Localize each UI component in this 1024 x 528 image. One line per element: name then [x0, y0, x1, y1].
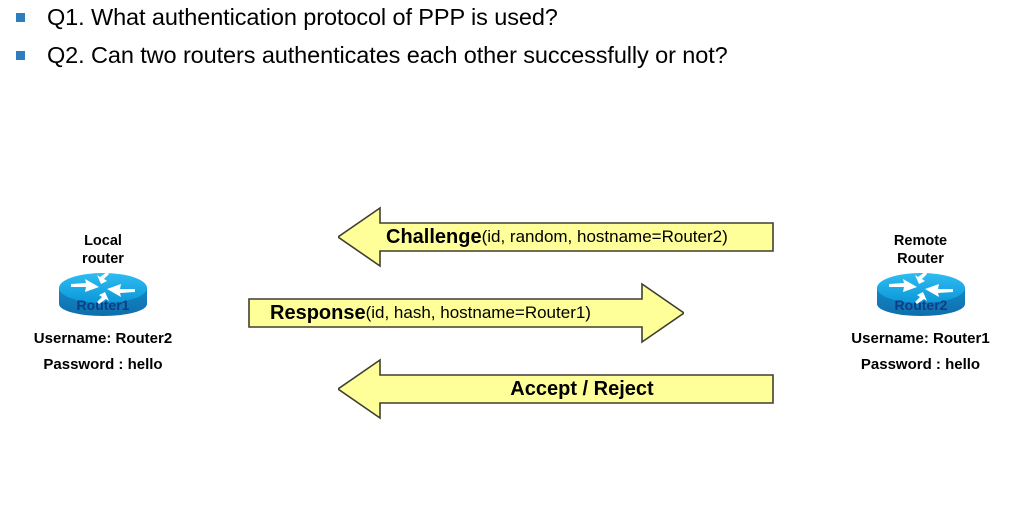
remote-router-device-label: Router2	[894, 297, 947, 313]
arrow-left-shape	[338, 358, 774, 420]
challenge-label: Challenge (id, random, hostname=Router2)	[338, 206, 822, 268]
question-item-2: Q2. Can two routers authenticates each o…	[0, 38, 1024, 76]
remote-router-icon-wrap: Router2	[828, 268, 1013, 324]
response-label: Response (id, hash, hostname=Router1)	[248, 282, 706, 344]
square-bullet-icon	[16, 13, 25, 22]
remote-router-title-line2: Router	[897, 251, 944, 267]
challenge-message-arrow: Challenge (id, random, hostname=Router2)	[338, 206, 774, 268]
remote-router-username: Username: Router1	[851, 330, 990, 347]
cisco-router-icon: Router2	[876, 272, 965, 316]
question-item-1: Q1. What authentication protocol of PPP …	[0, 0, 1024, 38]
response-message-arrow: Response (id, hash, hostname=Router1)	[248, 282, 684, 344]
local-router-username: Username: Router2	[33, 330, 173, 347]
square-bullet-icon	[16, 51, 25, 60]
response-bold-text: Response	[270, 301, 366, 324]
remote-router-node: Remote Router Router2	[828, 232, 1013, 378]
question-1-text: Q1. What authentication protocol of PPP …	[47, 4, 558, 30]
local-router-node: Local router Router	[8, 232, 198, 378]
accept-reject-label: Accept / Reject	[338, 358, 800, 420]
local-router-credentials: Username: Router2 Password : hello	[8, 326, 198, 378]
accept-reject-bold-text: Accept / Reject	[510, 377, 654, 400]
local-router-title-line1: Local	[84, 233, 122, 249]
challenge-detail-text: (id, random, hostname=Router2)	[481, 227, 728, 246]
local-router-password: Password : hello	[43, 356, 163, 373]
arrow-right-shape	[248, 282, 684, 344]
response-detail-text: (id, hash, hostname=Router1)	[365, 303, 591, 322]
local-router-title-line2: router	[82, 251, 124, 267]
challenge-bold-text: Challenge	[386, 225, 482, 248]
arrow-left-shape	[338, 206, 774, 268]
question-list: Q1. What authentication protocol of PPP …	[0, 0, 1024, 76]
remote-router-credentials: Username: Router1 Password : hello	[828, 326, 1013, 378]
remote-router-password: Password : hello	[860, 356, 981, 373]
cisco-router-icon: Router1	[59, 272, 147, 316]
accept-reject-message-arrow: Accept / Reject	[338, 358, 774, 420]
local-router-icon-wrap: Router1	[8, 268, 198, 324]
question-2-text: Q2. Can two routers authenticates each o…	[47, 42, 728, 68]
remote-router-title-line1: Remote	[893, 233, 948, 249]
local-router-device-label: Router1	[77, 297, 130, 313]
